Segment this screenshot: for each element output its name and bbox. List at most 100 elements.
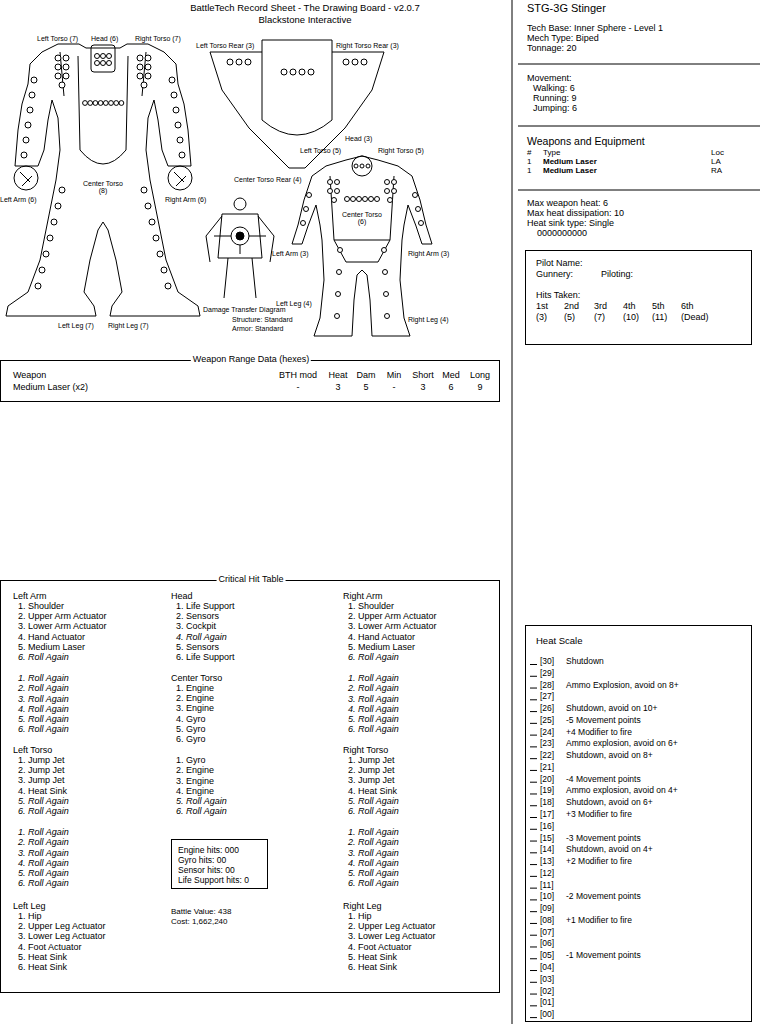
table-cell: 4. Roll Again: [348, 705, 399, 714]
heat-tick: [530, 711, 537, 712]
table-cell: 2. Upper Leg Actuator: [348, 922, 436, 931]
armor-circle: [366, 164, 370, 168]
table-cell: Sensor hits: 00: [178, 866, 235, 875]
table-cell: Med: [442, 371, 460, 380]
heat-tick: [530, 793, 537, 794]
table-cell: [20]: [540, 775, 554, 784]
armor-circle: [382, 248, 387, 253]
armor-circle: [107, 54, 112, 59]
table-cell: 3. Engine: [176, 704, 214, 713]
table-cell: BTH mod: [279, 371, 317, 380]
armor-circle: [363, 197, 368, 202]
table-cell: 2. Roll Again: [348, 838, 399, 847]
part-label: Center Torso (6): [339, 211, 385, 226]
table-cell: 6. Roll Again: [348, 807, 399, 816]
table-cell: (3): [536, 313, 547, 322]
weapon-range-table: Weapon Range Data (hexes)WeaponBTH modHe…: [0, 360, 500, 402]
table-cell: 6. Roll Again: [176, 807, 227, 816]
part-label: Left Leg (7): [58, 322, 94, 329]
heat-tick: [530, 805, 537, 806]
armor-circle: [385, 314, 390, 319]
armor-circle: [141, 82, 147, 88]
table-cell: Shutdown, avoid on 4+: [566, 845, 653, 854]
armor-circle: [354, 164, 358, 168]
part-label: Damage Transfer Diagram: [203, 306, 285, 313]
table-cell: 9: [477, 383, 482, 392]
table-cell: 4. Roll Again: [348, 859, 399, 868]
armor-circle: [55, 55, 61, 61]
heat-tick: [530, 958, 537, 959]
rear-torso-outline: [210, 40, 384, 168]
table-cell: 6. Heat Sink: [348, 963, 397, 972]
table-cell: Ammo explosion, avoid on 4+: [566, 786, 678, 795]
table-cell: 2. Upper Arm Actuator: [348, 612, 437, 621]
armor-circle: [179, 152, 185, 158]
table-cell: [04]: [540, 963, 554, 972]
heat-tick: [530, 935, 537, 936]
armor-circle: [137, 55, 143, 61]
sheet-field: Mech Type: Biped: [527, 34, 599, 43]
table-cell: 4. Hand Actuator: [18, 633, 85, 642]
sheet-field: Running: 9: [533, 94, 577, 103]
table-cell: Gunnery:: [536, 270, 573, 279]
transfer-figure: [206, 214, 274, 298]
armor-circle: [39, 267, 45, 273]
armor-circle: [338, 248, 343, 253]
part-label: Structure: Standard: [232, 316, 293, 323]
part-label: Right Arm (3): [408, 250, 449, 257]
part-label: Right Leg (7): [108, 322, 148, 329]
sheet-field: Medium Laser: [543, 158, 597, 166]
armor-circle: [43, 251, 49, 257]
table-cell: Left Arm: [13, 592, 47, 601]
sheet-field: Max heat dissipation: 10: [527, 209, 624, 218]
table-cell: 1. Roll Again: [348, 828, 399, 837]
table-cell: [30]: [540, 657, 554, 666]
transfer-target: [231, 227, 249, 245]
heat-tick: [530, 946, 537, 947]
armor-circle: [388, 198, 393, 203]
table-cell: [13]: [540, 857, 554, 866]
part-label: Right Torso Rear (3): [336, 42, 399, 49]
armor-circle: [119, 101, 124, 106]
armor-circle: [153, 235, 159, 241]
armor-circle: [337, 270, 342, 275]
table-cell: 5. Medium Laser: [348, 643, 415, 652]
table-cell: 3. Jump Jet: [18, 776, 65, 785]
part-label: Right Leg (4): [408, 316, 448, 323]
armor-circle: [101, 54, 106, 59]
table-cell: [22]: [540, 751, 554, 760]
heat-tick: [530, 1005, 537, 1006]
sheet-field: 0000000000: [537, 229, 587, 238]
armor-circle: [137, 64, 143, 70]
table-cell: 1. Life Support: [176, 602, 235, 611]
table-cell: 1. Roll Again: [18, 828, 69, 837]
hit-tracker-box: Engine hits: 000Gyro hits: 00Sensor hits…: [171, 839, 268, 889]
table-cell: 6. Roll Again: [348, 879, 399, 888]
table-cell: +4 Modifier to fire: [566, 728, 632, 737]
table-cell: 1. Roll Again: [18, 674, 69, 683]
sheet-field: 1: [527, 167, 531, 175]
heat-tick: [530, 899, 537, 900]
table-cell: 1. Roll Again: [348, 674, 399, 683]
table-cell: 4. Roll Again: [176, 633, 227, 642]
table-cell: 4th: [623, 302, 636, 311]
sheet-field: Movement:: [527, 74, 572, 83]
part-label: Left Arm (6): [0, 196, 37, 203]
table-cell: 6. Roll Again: [348, 653, 399, 662]
table-cell: 5. Roll Again: [348, 797, 399, 806]
table-cell: -: [297, 383, 300, 392]
table-cell: -2 Movement points: [566, 892, 641, 901]
table-cell: 3. Roll Again: [18, 849, 69, 858]
armor-circle: [392, 189, 397, 194]
table-cell: +2 Modifier to fire: [566, 857, 632, 866]
armor-circle: [307, 193, 312, 198]
structure-head: [352, 156, 372, 176]
table-cell: 2nd: [564, 302, 579, 311]
armor-circle: [357, 197, 362, 202]
table-cell: 4. Gyro: [176, 715, 206, 724]
armor-circle: [109, 101, 114, 106]
armor-circle: [328, 189, 333, 194]
table-cell: Center Torso: [171, 674, 222, 683]
armor-circles: [6, 44, 537, 1018]
sheet-field: Max weapon heat: 6: [527, 199, 608, 208]
